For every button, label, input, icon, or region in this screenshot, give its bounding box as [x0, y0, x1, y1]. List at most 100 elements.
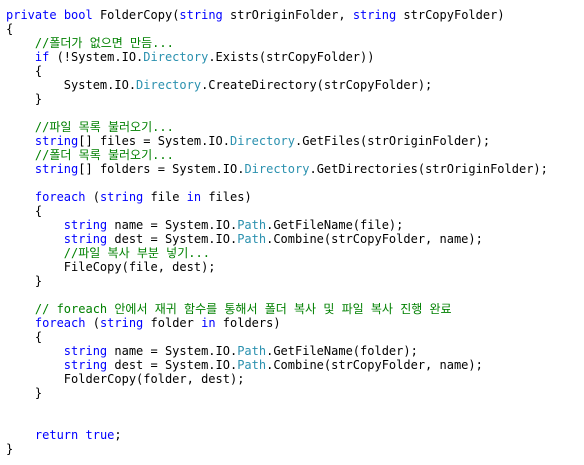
code-line — [6, 176, 580, 190]
code-line: string dest = System.IO.Path.Combine(str… — [6, 358, 580, 372]
code-token: .GetDirectories(strOriginFolder); — [309, 162, 548, 176]
keyword-token: foreach — [34, 190, 86, 204]
code-token — [6, 190, 35, 204]
code-token: } — [6, 442, 14, 456]
code-line: //폴더 목록 불러오기... — [6, 148, 580, 162]
code-token: { — [6, 330, 43, 344]
code-line: //폴더가 없으면 만듬... — [6, 36, 580, 50]
code-token: folders) — [215, 316, 281, 330]
code-token — [6, 344, 64, 358]
code-line: foreach (string file in files) — [6, 190, 580, 204]
keyword-token: true — [85, 428, 115, 442]
code-token: [] files = System.IO. — [78, 134, 230, 148]
code-line: if (!System.IO.Directory.Exists(strCopyF… — [6, 50, 580, 64]
comment-token: //파일 목록 불러오기... — [34, 120, 174, 134]
type-token: Path — [237, 218, 267, 232]
comment-token: //폴더 목록 불러오기... — [34, 148, 174, 162]
code-line: string name = System.IO.Path.GetFileName… — [6, 344, 580, 358]
code-line: foreach (string folder in folders) — [6, 316, 580, 330]
code-token — [6, 162, 35, 176]
code-line: } — [6, 92, 580, 106]
keyword-token: foreach — [34, 316, 86, 330]
code-token — [6, 316, 35, 330]
keyword-token: in — [186, 190, 202, 204]
code-line: { — [6, 330, 580, 344]
code-token — [6, 428, 35, 442]
code-token: .Combine(strCopyFolder, name); — [266, 232, 483, 246]
code-token: ( — [85, 316, 100, 330]
code-token — [6, 148, 35, 162]
keyword-token: string — [63, 218, 108, 232]
code-token: FolderCopy(folder, dest); — [6, 372, 245, 386]
code-line: // foreach 안에서 재귀 함수를 통해서 폴더 복사 및 파일 복사 … — [6, 302, 580, 316]
code-line: } — [6, 386, 580, 400]
code-token: } — [6, 92, 43, 106]
code-token — [6, 134, 35, 148]
keyword-token: string — [63, 344, 108, 358]
code-token: .GetFileName(folder); — [266, 344, 418, 358]
code-token: { — [6, 64, 43, 78]
code-editor[interactable]: private bool FolderCopy( string strOrigin… — [6, 8, 580, 460]
code-line: return true; — [6, 428, 580, 442]
keyword-token: in — [201, 316, 216, 330]
code-token: .GetFiles(strOriginFolder); — [295, 134, 491, 148]
code-token: strOriginFolder, — [222, 8, 353, 22]
code-line: } — [6, 442, 580, 456]
code-token: } — [6, 386, 43, 400]
code-line — [6, 400, 580, 414]
code-token: .CreateDirectory(strCopyFolder); — [201, 78, 433, 92]
keyword-token: string — [352, 8, 397, 22]
code-token: { — [6, 22, 14, 36]
code-line: FileCopy(file, dest); — [6, 260, 580, 274]
code-token: [] folders = System.IO. — [78, 162, 245, 176]
code-token: .Exists(strCopyFolder)) — [208, 50, 375, 64]
type-token: Directory — [143, 50, 209, 64]
code-line — [6, 414, 580, 428]
keyword-token: string — [99, 190, 144, 204]
code-line: private bool FolderCopy( string strOrigin… — [6, 8, 580, 22]
code-token — [6, 232, 64, 246]
code-token: .GetFileName(file); — [266, 218, 404, 232]
keyword-token: string — [99, 316, 144, 330]
code-token: dest = System.IO. — [107, 232, 238, 246]
code-token — [6, 302, 35, 316]
keyword-token: return — [34, 428, 79, 442]
keyword-token: string — [63, 232, 108, 246]
code-token — [6, 358, 64, 372]
code-token: files) — [201, 190, 252, 204]
type-token: Directory — [229, 134, 296, 148]
keyword-token: bool — [63, 8, 93, 22]
type-token: Directory — [136, 78, 202, 92]
comment-token: //파일 복사 부분 넣기... — [63, 246, 210, 260]
code-line: { — [6, 204, 580, 218]
keyword-token: if — [34, 50, 50, 64]
code-line: System.IO.Directory.CreateDirectory(strC… — [6, 78, 580, 92]
code-token — [6, 50, 35, 64]
code-token: ( — [85, 190, 100, 204]
code-token — [78, 428, 85, 442]
keyword-token: private — [6, 8, 57, 22]
code-token — [6, 120, 35, 134]
code-token: name = System.IO. — [107, 344, 238, 358]
code-line — [6, 106, 580, 120]
code-line: string dest = System.IO.Path.Combine(str… — [6, 232, 580, 246]
code-token — [57, 8, 64, 22]
code-line: //파일 복사 부분 넣기... — [6, 246, 580, 260]
code-line: //파일 목록 불러오기... — [6, 120, 580, 134]
code-token: name = System.IO. — [107, 218, 238, 232]
type-token: Path — [237, 358, 267, 372]
code-token: FolderCopy( — [92, 8, 180, 22]
code-token: } — [6, 274, 43, 288]
code-token: file — [143, 190, 187, 204]
code-line: { — [6, 64, 580, 78]
comment-token: //폴더가 없으면 만듬... — [34, 36, 174, 50]
code-token: (!System.IO. — [49, 50, 144, 64]
code-line: } — [6, 274, 580, 288]
code-token — [6, 36, 35, 50]
keyword-token: string — [34, 162, 79, 176]
code-line — [6, 288, 580, 302]
code-line: { — [6, 22, 580, 36]
code-token: dest = System.IO. — [107, 358, 238, 372]
code-token: folder — [143, 316, 202, 330]
keyword-token: string — [63, 358, 108, 372]
